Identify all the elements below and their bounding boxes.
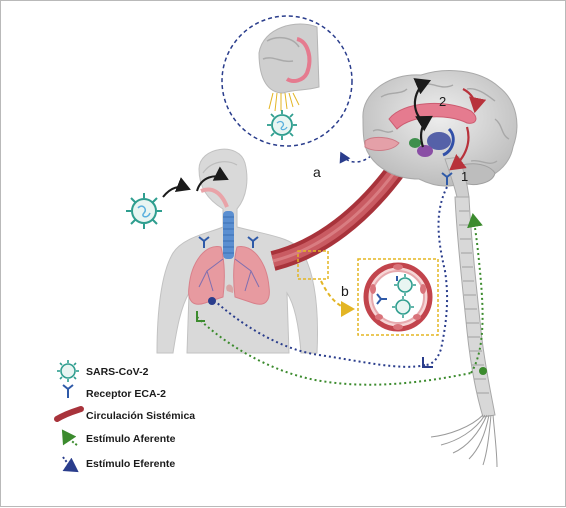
label-1: 1 <box>461 169 468 184</box>
efferent-arrow-icon <box>62 456 79 473</box>
brain-arrow-up <box>413 78 432 118</box>
legend-label-circulation: Circulación Sistémica <box>86 410 195 422</box>
vessel-icon <box>54 406 84 422</box>
inset-a <box>221 15 353 147</box>
efferent-end-node <box>208 297 216 305</box>
label-a: a <box>313 164 321 180</box>
lungs <box>188 246 270 305</box>
spinal-cord <box>430 196 498 468</box>
lung-receptors <box>198 236 259 248</box>
afferent-node <box>479 367 487 375</box>
efferent-junction <box>422 357 433 368</box>
virus-icon <box>57 360 79 382</box>
afferent-start-tick <box>196 311 205 322</box>
legend-item-receptor: Receptor ECA-2 <box>62 384 166 400</box>
systemic-circulation-vessel <box>270 163 406 271</box>
legend-item-afferent: Estímulo Aferente <box>61 429 176 446</box>
trachea <box>200 187 234 259</box>
legend-item-virus: SARS-CoV-2 <box>57 360 149 382</box>
label-2: 2 <box>439 94 446 109</box>
legend: SARS-CoV-2 Receptor ECA-2 Circulación Si… <box>54 360 195 473</box>
legend-item-efferent: Estímulo Eferente <box>62 456 175 473</box>
afferent-pathway-cord-to-brain <box>467 213 484 374</box>
legend-label-virus: SARS-CoV-2 <box>86 366 149 378</box>
brainstem-receptor <box>441 172 453 185</box>
label-b: b <box>341 283 349 299</box>
afferent-arrow-icon <box>61 429 78 446</box>
inset-b <box>357 258 439 336</box>
efferent-pathway-to-lung <box>214 300 426 368</box>
legend-label-efferent: Estímulo Eferente <box>86 458 175 470</box>
afferent-pathway-lung-to-cord <box>196 316 472 386</box>
legend-label-receptor: Receptor ECA-2 <box>86 388 166 400</box>
brain-arrow-mid <box>415 115 433 148</box>
arrow-virus-to-mouth <box>162 177 191 198</box>
inset-source-box <box>297 250 329 280</box>
efferent-pathway-brain-to-cord <box>424 186 449 366</box>
legend-item-circulation: Circulación Sistémica <box>54 406 195 422</box>
brain-arrow-red-top <box>462 88 487 114</box>
arrow-inhalation <box>196 166 229 192</box>
virus-near-mouth <box>126 193 162 229</box>
legend-label-afferent: Estímulo Aferente <box>86 433 176 445</box>
brain-arrow-red-down <box>449 126 470 171</box>
receptor-icon <box>62 384 74 398</box>
